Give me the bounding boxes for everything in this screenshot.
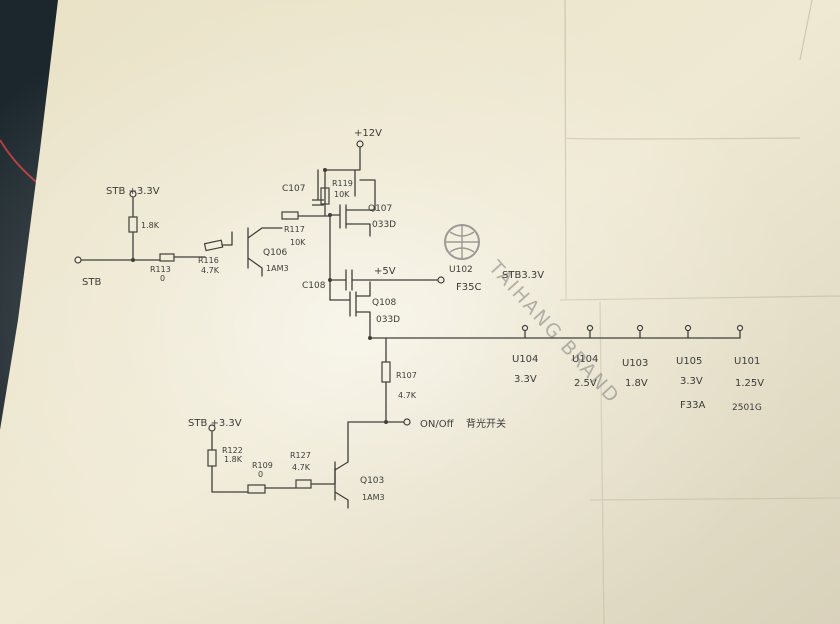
stb33-label: STB3.3V [502, 270, 544, 281]
resistor-pullup [128, 216, 138, 233]
reg-terminal [586, 324, 594, 332]
regulator-ref: U105 [676, 356, 702, 367]
r113-value: 0 [160, 274, 165, 283]
stb-left-supply-label: STB +3.3V [106, 186, 160, 197]
q107-ref: Q107 [368, 204, 392, 214]
regulator-ref: U103 [622, 358, 648, 369]
c108-label: C108 [302, 281, 326, 291]
regulator-voltage: 3.3V [514, 374, 537, 385]
q106-ref: Q106 [263, 248, 288, 258]
reg-terminal [636, 324, 644, 332]
rail-5v-terminal [437, 276, 445, 284]
resistor-r122 [207, 449, 217, 467]
r117-ref: R117 [284, 225, 305, 234]
resistor-r117 [281, 211, 299, 220]
junction [368, 336, 372, 340]
regulator-list: U104 3.3V U104 2.5V U103 1.8V U105 3.3V … [512, 354, 764, 413]
r119-ref: R119 [332, 179, 353, 188]
reg-terminal [521, 324, 529, 332]
u102-ref: U102 [449, 265, 473, 275]
r122-value: 1.8K [224, 455, 243, 464]
on-off-terminal [403, 418, 411, 426]
r107-value: 4.7K [398, 391, 417, 400]
resistor-r113 [159, 253, 175, 262]
resistor-r119 [320, 187, 330, 205]
r107-ref: R107 [396, 371, 417, 380]
resistor-r127 [295, 479, 312, 489]
resistor-r116 [203, 239, 224, 252]
u102-note: F35C [456, 282, 481, 293]
rail-12v-terminal [356, 140, 364, 148]
on-off-note: 背光开关 [466, 417, 506, 430]
rail-12v-label: +12V [354, 128, 382, 139]
on-off-label: ON/Off [420, 419, 455, 430]
stb-bottom-supply-label: STB +3.3V [188, 418, 242, 429]
q108-ref: Q108 [372, 298, 397, 308]
capacitor-c107 [312, 199, 324, 206]
q103-model: 1AM3 [362, 493, 385, 502]
r127-ref: R127 [290, 451, 311, 460]
r127-value: 4.7K [292, 463, 311, 472]
r119-value: 10K [334, 190, 350, 199]
r116-value: 4.7K [201, 266, 220, 275]
reg-terminal [684, 324, 692, 332]
q103-ref: Q103 [360, 476, 384, 486]
q106-model: 1AM3 [266, 264, 289, 273]
regulator-note: F33A [680, 400, 705, 411]
q108-model: 033D [376, 315, 400, 325]
regulator-voltage: 1.25V [735, 378, 764, 389]
junction [328, 278, 332, 282]
schematic-wires [77, 145, 741, 509]
r117-value: 10K [290, 238, 306, 247]
regulator-ref: U104 [572, 354, 598, 365]
r109-value: 0 [258, 470, 263, 479]
junction [328, 213, 332, 217]
components [74, 140, 744, 494]
junction [131, 258, 135, 262]
stb-input-terminal [74, 256, 82, 264]
rail-5v-label: +5V [374, 266, 396, 277]
c107-label: C107 [282, 184, 305, 194]
regulator-ref: U101 [734, 356, 760, 367]
globe-logo-grid [446, 226, 478, 258]
regulator-ref: U104 [512, 354, 538, 365]
r122-ref: R122 [222, 446, 243, 455]
reg-terminal [736, 324, 744, 332]
stb-supply-terminal [129, 190, 137, 198]
stb-left-pullup-value: 1.8K [141, 221, 160, 230]
regulator-note: 2501G [732, 403, 762, 413]
resistor-r109 [247, 484, 266, 494]
resistor-r107 [381, 361, 391, 383]
q107-model: 033D [372, 220, 396, 230]
r116-ref: R116 [198, 256, 219, 265]
stb-left-input-label: STB [82, 277, 101, 288]
r113-ref: R113 [150, 265, 171, 274]
junction [323, 168, 327, 172]
globe-logo-icon [444, 224, 480, 260]
regulator-voltage: 2.5V [574, 378, 597, 389]
junction [384, 420, 388, 424]
stb-bottom-terminal [208, 424, 216, 432]
regulator-voltage: 1.8V [625, 378, 648, 389]
r109-ref: R109 [252, 461, 273, 470]
regulator-voltage: 3.3V [680, 376, 703, 387]
